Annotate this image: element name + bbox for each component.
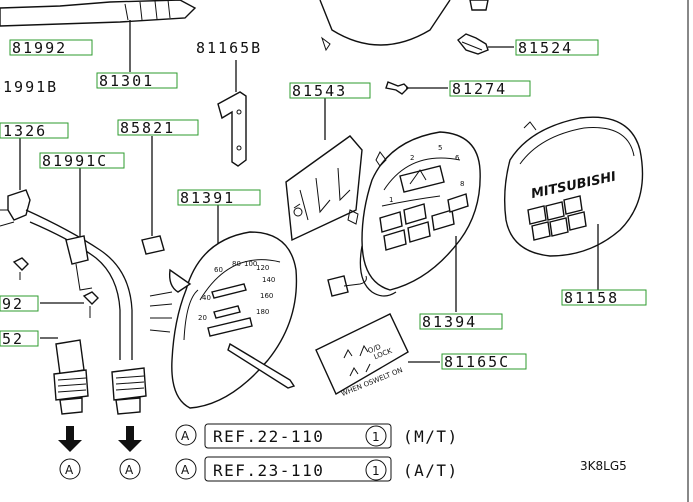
part-label-92[interactable]: 92 [0,295,39,313]
dial-label-20: 20 [198,314,207,322]
tach-label-2: 2 [410,154,414,162]
part-label-85821[interactable]: 85821 [117,119,199,137]
dial-label-80: 80 [232,260,241,268]
dial-label-180: 180 [256,308,269,316]
dial-label-100: 100 [244,260,257,268]
svg-text:81301: 81301 [99,72,154,90]
dial-label-40: 40 [202,294,211,302]
ref-circle-a-label: A [181,429,190,443]
svg-text:81991B: 81991B [0,78,58,96]
cable-bracket-81326 [0,138,133,360]
part-label-81543[interactable]: 81543 [289,82,371,100]
part-label-81991B[interactable]: 81991B [0,78,58,96]
tach-label-1: 1 [389,196,393,204]
speedometer-cable-top [0,0,197,72]
dial-label-60: 60 [214,266,223,274]
svg-text:81391: 81391 [180,189,235,207]
ref-marker-a-right[interactable]: A [119,458,141,480]
part-label-81391[interactable]: 81391 [177,189,261,207]
ref-type-mt: (M/T) [403,427,459,446]
part-label-81524[interactable]: 81524 [515,39,599,57]
part-label-81165B[interactable]: 81165B [196,39,262,57]
svg-text:81543: 81543 [292,82,347,100]
speedometer-dial-81391: 20 40 60 80 100 120 140 160 180 [149,205,298,409]
svg-text:81394: 81394 [422,313,477,331]
dial-label-140: 140 [262,276,275,284]
part-label-81326[interactable]: 81326 [0,122,69,140]
svg-text:81326: 81326 [0,122,47,140]
part-label-81274[interactable]: 81274 [449,80,531,98]
ref-circle-a [175,458,197,480]
circuit-plate-81543 [285,98,363,242]
part-label-81165C[interactable]: 81165C [441,353,527,371]
ref-text-at: REF.23-110 [213,461,324,480]
part-label-81158[interactable]: 81158 [561,289,647,307]
bulb-socket-81524 [457,33,514,55]
tach-label-5: 5 [438,144,442,152]
ref-row-mt[interactable]: A REF.22-110 1 (M/T) [175,423,459,449]
part-label-81992[interactable]: 81992 [9,39,93,57]
ref-circle-a-label: A [181,463,190,477]
svg-text:81524: 81524 [518,39,573,57]
ref-num-at: 1 [372,464,380,478]
svg-text:81992: 81992 [12,39,67,57]
dial-label-160: 160 [260,292,273,300]
svg-text:81991C: 81991C [42,152,108,170]
ref-type-at: (A/T) [403,461,459,480]
svg-text:A: A [65,463,74,477]
svg-text:81158: 81158 [564,289,619,307]
part-label-81394[interactable]: 81394 [419,313,503,331]
screws-92 [12,257,99,318]
ref-marker-a-left[interactable]: A [59,458,81,480]
meter-housing-top [319,0,489,52]
part-label-81991C[interactable]: 81991C [39,152,125,170]
tachometer-dial-81394: 1 2 5 6 8 [327,131,481,312]
tach-label-8: 8 [460,180,464,188]
part-label-81301[interactable]: 81301 [96,72,178,90]
meter-lens-81158: MITSUBISHI [503,116,644,290]
figure-code: 3K8LG5 [580,459,627,473]
speed-sensors-52 [40,337,147,415]
arrows-down [58,426,142,452]
bracket-81165B [217,60,247,167]
part-label-52[interactable]: 52 [0,330,39,348]
svg-text:81165C: 81165C [444,353,510,371]
ref-row-at[interactable]: A REF.23-110 1 (A/T) [175,456,459,482]
clip-85821 [141,136,165,255]
ref-text-mt: REF.22-110 [213,427,324,446]
screw-81274 [385,81,448,95]
svg-text:85821: 85821 [120,119,175,137]
svg-text:52: 52 [2,330,24,348]
svg-text:81274: 81274 [452,80,507,98]
ref-num-mt: 1 [372,430,380,444]
svg-text:81165B: 81165B [196,39,262,57]
ref-circle-a [175,424,197,446]
svg-text:92: 92 [2,295,24,313]
svg-text:A: A [125,463,134,477]
clamp-81991C [65,168,93,291]
tach-label-6: 6 [455,154,460,162]
dial-label-120: 120 [256,264,269,272]
